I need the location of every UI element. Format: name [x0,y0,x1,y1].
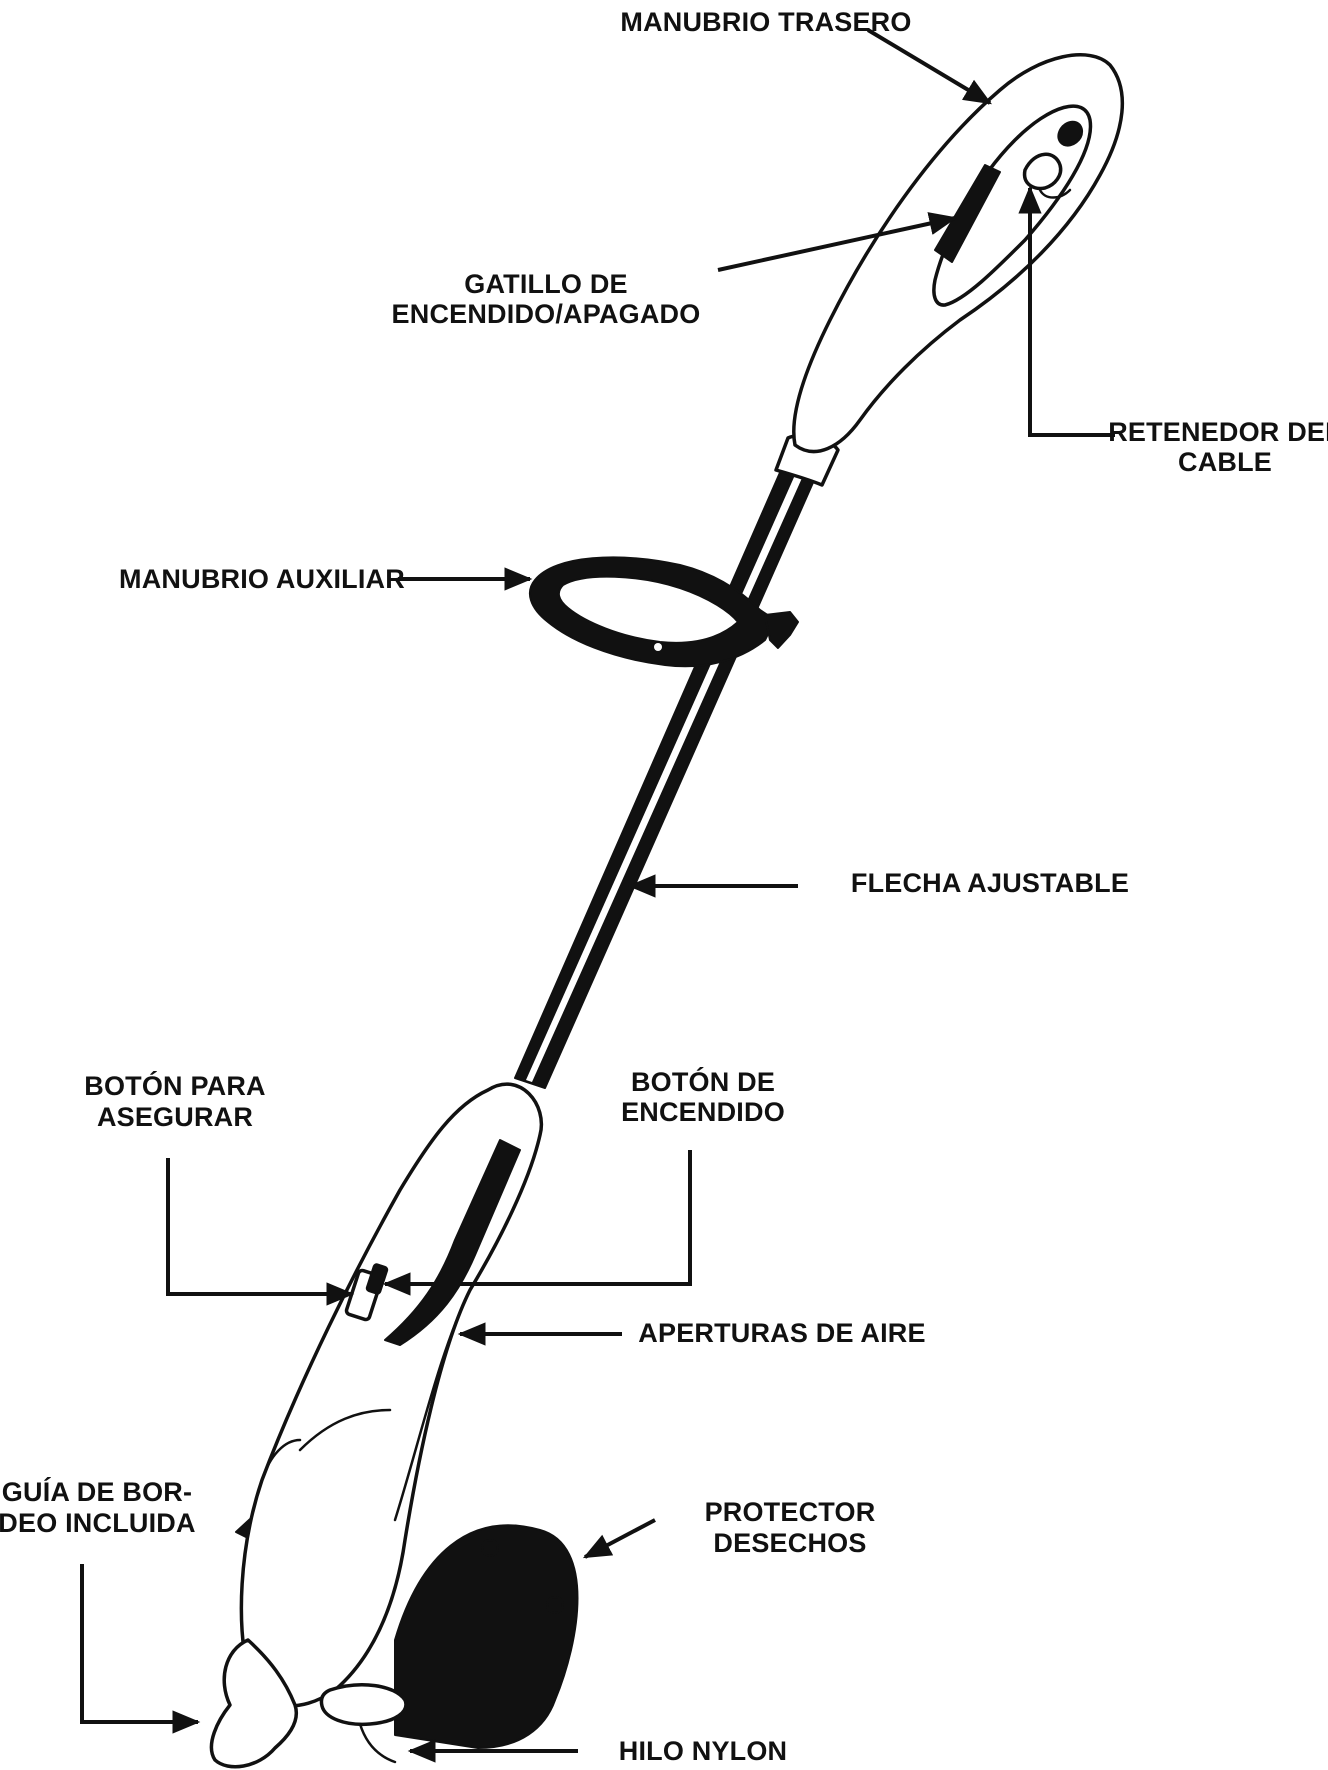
nylon-line-shape [358,1722,397,1764]
label-boton-encendido-line1: BOTÓN DE [631,1066,775,1097]
label-boton-encendido-line2: ENCENDIDO [621,1097,785,1127]
label-aperturas-aire: APERTURAS DE AIRE [638,1318,925,1348]
label-guia-bordeo-line1: GUÍA DE BOR- [2,1476,192,1507]
handle-top-button [1057,120,1084,147]
spool-base-shape [319,1683,408,1727]
trigger-shape [934,164,1001,263]
label-manubrio-trasero: MANUBRIO TRASERO [620,7,911,37]
housing-contour-1 [393,1288,472,1522]
label-retenedor-line2: CABLE [1178,447,1272,477]
cord-retainer-shape [1022,152,1063,191]
label-retenedor-line1: RETENEDOR DEL [1108,417,1328,447]
labels: MANUBRIO TRASERO GATILLO DE ENCENDIDO/AP… [0,7,1328,1766]
debris-guard-knob-top [481,1539,499,1557]
label-gatillo-line1: GATILLO DE [464,269,628,299]
label-hilo-nylon: HILO NYLON [619,1736,788,1766]
housing-contour-3 [260,1438,302,1482]
leader-guia-bordeo [80,1564,201,1734]
label-boton-asegurar-line1: BOTÓN PARA [84,1070,266,1101]
edge-guide-shape [209,1638,298,1769]
debris-guard-knob-right [546,1596,564,1614]
leader-protector [582,1518,656,1559]
aux-handle-bolt-2 [654,643,662,651]
leader-boton-asegurar [166,1158,355,1306]
label-protector-line1: PROTECTOR [705,1497,876,1527]
label-manubrio-auxiliar: MANUBRIO AUXILIAR [119,564,405,594]
debris-guard-shape [394,1524,579,1749]
leader-lines [80,28,1115,1763]
label-flecha-ajustable: FLECHA AJUSTABLE [851,868,1129,898]
wing-nut-shape [764,611,799,649]
leader-gatillo [717,212,958,272]
air-vent-shape [384,1139,521,1346]
housing-contour-2 [298,1408,392,1452]
label-gatillo-line2: ENCENDIDO/APAGADO [392,299,701,329]
label-boton-asegurar-line2: ASEGURAR [97,1102,253,1132]
aux-handle-bolt-1 [651,586,659,594]
auxiliary-handle-opening [557,575,740,644]
label-protector-line2: DESECHOS [713,1528,866,1558]
leader-retenedor [1018,185,1115,437]
leader-boton-encendido [382,1150,692,1296]
label-guia-bordeo-line2: DEO INCLUIDA [0,1508,196,1538]
leader-manubrio-trasero [866,28,993,105]
